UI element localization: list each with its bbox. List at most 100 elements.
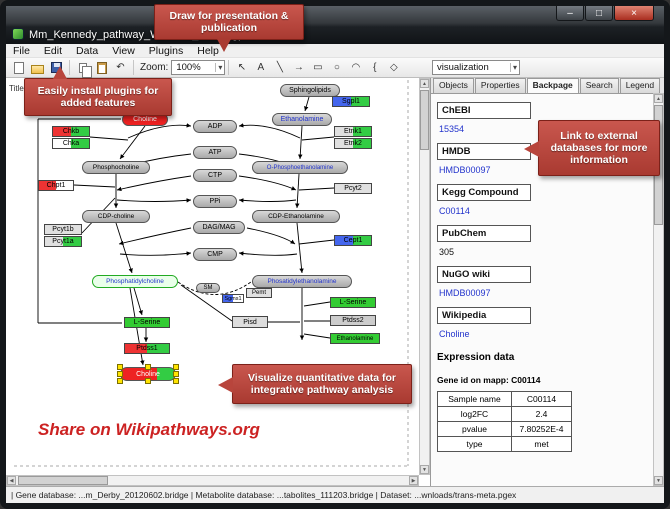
pathway-node-cept1[interactable]: Cept1 — [334, 235, 372, 246]
pathway-canvas[interactable]: Title: — [6, 78, 430, 486]
pathway-node-ethanolamine-top[interactable]: Ethanolamine — [272, 113, 332, 126]
zoom-select[interactable]: 100% ▾ — [171, 60, 226, 75]
pathway-node-chkb[interactable]: Chkb — [52, 126, 90, 137]
pathway-node-ptdss1[interactable]: Ptdss1 — [124, 343, 170, 354]
tab-legend[interactable]: Legend — [619, 78, 661, 93]
copy-button[interactable] — [73, 59, 92, 78]
menu-help[interactable]: Help — [197, 44, 219, 57]
pathway-node-chpt1[interactable]: Chpt1 — [38, 180, 74, 191]
pathway-node-sphingolipids[interactable]: Sphingolipids — [280, 84, 340, 97]
status-text: | Gene database: ...m_Derby_20120602.bri… — [11, 490, 517, 500]
expression-data-title: Expression data — [437, 352, 515, 363]
selection-handle[interactable] — [117, 364, 123, 370]
pathway-node-cmp[interactable]: CMP — [193, 248, 237, 261]
close-button-icon[interactable]: × — [614, 6, 654, 21]
pathway-node-ctp[interactable]: CTP — [193, 169, 237, 182]
pathway-node-phosphatidylcholine[interactable]: Phosphatidylcholine — [92, 275, 178, 288]
pathway-node-sm[interactable]: SM — [196, 283, 220, 293]
backpage-link-kegg[interactable]: C00114 — [439, 206, 470, 216]
selection-handle[interactable] — [145, 378, 151, 384]
menu-plugins[interactable]: Plugins — [148, 44, 184, 57]
rectangle-tool[interactable]: ▭ — [313, 62, 323, 73]
label-tool[interactable]: A — [257, 62, 265, 73]
chevron-down-icon: ▾ — [215, 63, 222, 72]
selection-handle[interactable] — [173, 371, 179, 377]
scroll-left-icon[interactable]: ◀ — [7, 476, 16, 485]
pathway-node-ptdss2[interactable]: Ptdss2 — [330, 315, 376, 326]
scroll-right-icon[interactable]: ▶ — [409, 476, 418, 485]
open-button[interactable] — [28, 59, 47, 76]
pathway-node-ppi[interactable]: PPi — [193, 195, 237, 208]
pathway-node-etnk2[interactable]: Etnk2 — [334, 138, 372, 149]
backpage-link-hmdb[interactable]: HMDB00097 — [439, 165, 491, 175]
pathway-node-adp[interactable]: ADP — [193, 120, 237, 133]
backpage-link-wikipedia[interactable]: Choline — [439, 329, 470, 339]
scrollbar-thumb[interactable] — [18, 476, 108, 485]
pathway-node-sgpl1[interactable]: Sgpl1 — [332, 96, 370, 107]
template-tool[interactable]: ◇ — [389, 62, 398, 73]
selection-tool[interactable]: ↖ — [237, 62, 247, 73]
drawing-tools: ↖ A ╲ → ▭ ○ ◠ { ◇ — [232, 59, 403, 76]
scrollbar-thumb[interactable] — [420, 90, 429, 150]
pathway-node-sgms1[interactable]: Sgms1 — [222, 294, 244, 303]
scroll-up-icon[interactable]: ▲ — [654, 94, 663, 103]
pathway-drawing-area[interactable]: Title: — [6, 78, 419, 475]
new-file-button[interactable] — [9, 59, 28, 76]
pathway-node-l-serine-right[interactable]: L-Serine — [330, 297, 376, 308]
pathway-node-phosphocholine[interactable]: Phosphocholine — [82, 161, 150, 174]
scroll-up-icon[interactable]: ▲ — [420, 79, 429, 88]
pathway-node-pcyt1b[interactable]: Pcyt1b — [44, 224, 82, 235]
menu-file[interactable]: File — [13, 44, 30, 57]
pathway-node-cdp-choline[interactable]: CDP-choline — [82, 210, 150, 223]
backpage-link-nugo[interactable]: HMDB00097 — [439, 288, 491, 298]
canvas-horizontal-scrollbar[interactable]: ◀ ▶ — [6, 475, 419, 486]
tab-properties[interactable]: Properties — [474, 78, 526, 93]
backpage-value-pubchem: 305 — [439, 247, 455, 257]
callout-draw-text: Draw for presentation & publication — [169, 10, 289, 34]
backpage-header-pubchem: PubChem — [437, 225, 531, 242]
backpage-link-chebi[interactable]: 15354 — [439, 124, 465, 134]
scroll-down-icon[interactable]: ▼ — [420, 465, 429, 474]
menu-edit[interactable]: Edit — [43, 44, 63, 57]
pathway-edges — [14, 80, 409, 467]
pathway-node-etnk1[interactable]: Etnk1 — [334, 126, 372, 137]
selection-handle[interactable] — [173, 378, 179, 384]
pathway-node-pemt[interactable]: Pemt — [246, 288, 272, 298]
undo-button[interactable]: ↶ — [111, 59, 130, 76]
menu-data[interactable]: Data — [76, 44, 99, 57]
pathway-node-pisd[interactable]: Pisd — [232, 316, 268, 328]
visualization-select[interactable]: visualization ▾ — [432, 60, 520, 75]
scroll-down-icon[interactable]: ▼ — [654, 476, 663, 485]
selection-handle[interactable] — [117, 371, 123, 377]
arrow-tool[interactable]: → — [293, 62, 304, 73]
pathway-node-pcyt2[interactable]: Pcyt2 — [334, 183, 372, 194]
tab-objects[interactable]: Objects — [433, 78, 474, 93]
selection-handle[interactable] — [145, 364, 151, 370]
pathway-node-cdp-ethanolamine[interactable]: CDP-Ethanolamine — [252, 210, 340, 223]
minimize-button-icon[interactable]: – — [556, 6, 584, 21]
pathway-node-pcyt1a[interactable]: Pcyt1a — [44, 236, 82, 247]
title-bar[interactable]: Mm_Kennedy_pathway_WP1771_45176.gpml — [6, 6, 664, 44]
new-file-icon — [13, 61, 24, 74]
arc-tool[interactable]: ◠ — [351, 62, 361, 73]
tab-backpage[interactable]: Backpage — [526, 78, 579, 93]
pathway-node-chka[interactable]: Chka — [52, 138, 90, 149]
paste-button[interactable] — [92, 59, 111, 76]
menu-view[interactable]: View — [112, 44, 135, 57]
selection-handle[interactable] — [117, 378, 123, 384]
canvas-vertical-scrollbar[interactable]: ▲ ▼ — [419, 78, 430, 475]
pathway-node-ethanolamine-right[interactable]: Ethanolamine — [330, 333, 380, 344]
pathway-node-l-serine-left[interactable]: L-Serine — [124, 317, 170, 328]
line-tool[interactable]: ╲ — [276, 62, 283, 73]
brace-tool[interactable]: { — [373, 62, 377, 73]
selection-handle[interactable] — [173, 364, 179, 370]
tab-search[interactable]: Search — [579, 78, 619, 93]
pathway-node-atp[interactable]: ATP — [193, 146, 237, 159]
oval-tool[interactable]: ○ — [333, 62, 340, 73]
pathway-node-dag-mag[interactable]: DAG/MAG — [193, 221, 245, 234]
pathway-node-o-phosphoethanolamine[interactable]: O-Phosphoethanolamine — [252, 161, 348, 174]
callout-visualize: Visualize quantitative data for integrat… — [218, 364, 412, 404]
maximize-button-icon[interactable]: □ — [585, 6, 613, 21]
pathway-node-phosatidylethanolamine[interactable]: Phosatidylethanolamine — [252, 275, 352, 288]
menu-bar: File Edit Data View Plugins Help — [6, 44, 664, 58]
